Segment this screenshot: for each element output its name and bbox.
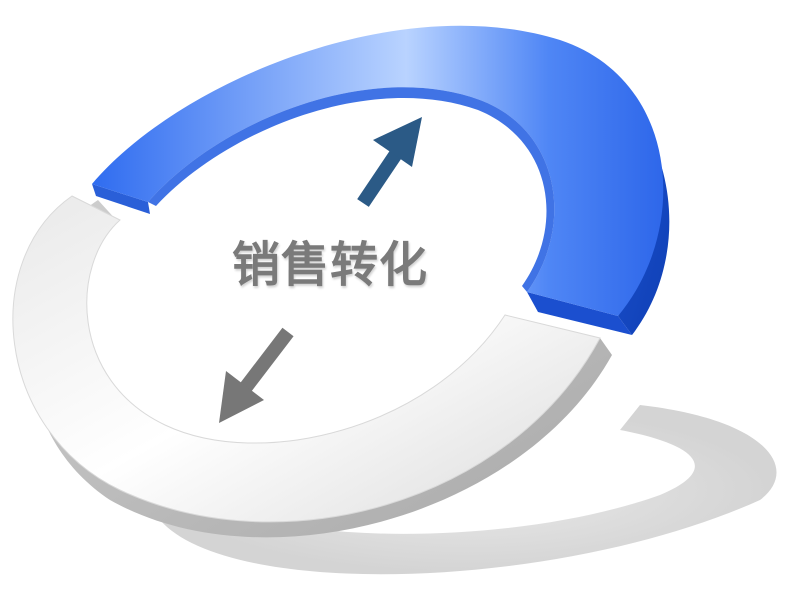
arrow-up-icon: [357, 117, 422, 207]
arrow-down-icon: [219, 327, 294, 423]
center-label: 销售转化: [231, 237, 428, 293]
blue-arc-top: [92, 25, 664, 316]
grey-arc-top: [12, 195, 601, 523]
blue-arc-start-face: [92, 184, 150, 214]
blue-arc-end-face: [527, 292, 632, 335]
